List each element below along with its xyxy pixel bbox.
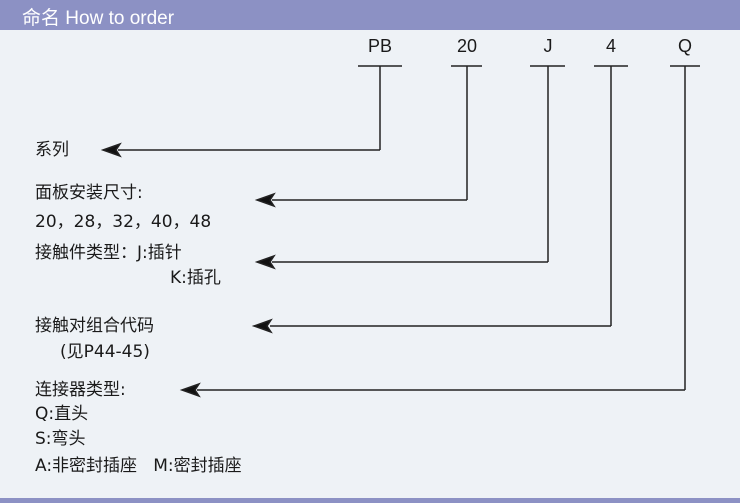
label-contact-type-k: K:插孔 [170, 268, 221, 288]
label-contact-type: 接触件类型：J:插针 [35, 243, 182, 263]
arrow-icon [251, 318, 273, 334]
line-series [100, 65, 402, 158]
label-series: 系列 [35, 140, 69, 160]
label-contact-code: 接触对组合代码 [35, 316, 154, 336]
label-connector-am: A:非密封插座 M:密封插座 [35, 456, 242, 476]
header-bar: 命名 How to order [0, 0, 740, 30]
label-connector-s: S:弯头 [35, 429, 86, 449]
code-size: 20 [456, 36, 478, 56]
arrow-icon [254, 254, 276, 270]
line-contact [254, 65, 565, 270]
label-panel-size: 面板安装尺寸: [35, 183, 143, 203]
arrow-icon [179, 382, 201, 398]
footer-bar [0, 498, 740, 503]
arrow-icon [100, 142, 122, 158]
code-arrangement: 4 [605, 36, 617, 56]
code-type: Q [677, 36, 693, 56]
code-series: PB [367, 36, 393, 56]
line-arrangement [251, 65, 628, 334]
label-contact-code-ref: (见P44-45) [60, 342, 150, 362]
arrow-icon [254, 192, 276, 208]
line-type [179, 65, 700, 398]
label-panel-size-values: 20，28，32，40，48 [35, 212, 212, 232]
line-size [254, 65, 482, 208]
label-connector-q: Q:直头 [35, 404, 89, 424]
code-contact: J [543, 36, 553, 56]
label-connector-type: 连接器类型: [35, 380, 126, 400]
header-title: 命名 How to order [22, 8, 175, 29]
